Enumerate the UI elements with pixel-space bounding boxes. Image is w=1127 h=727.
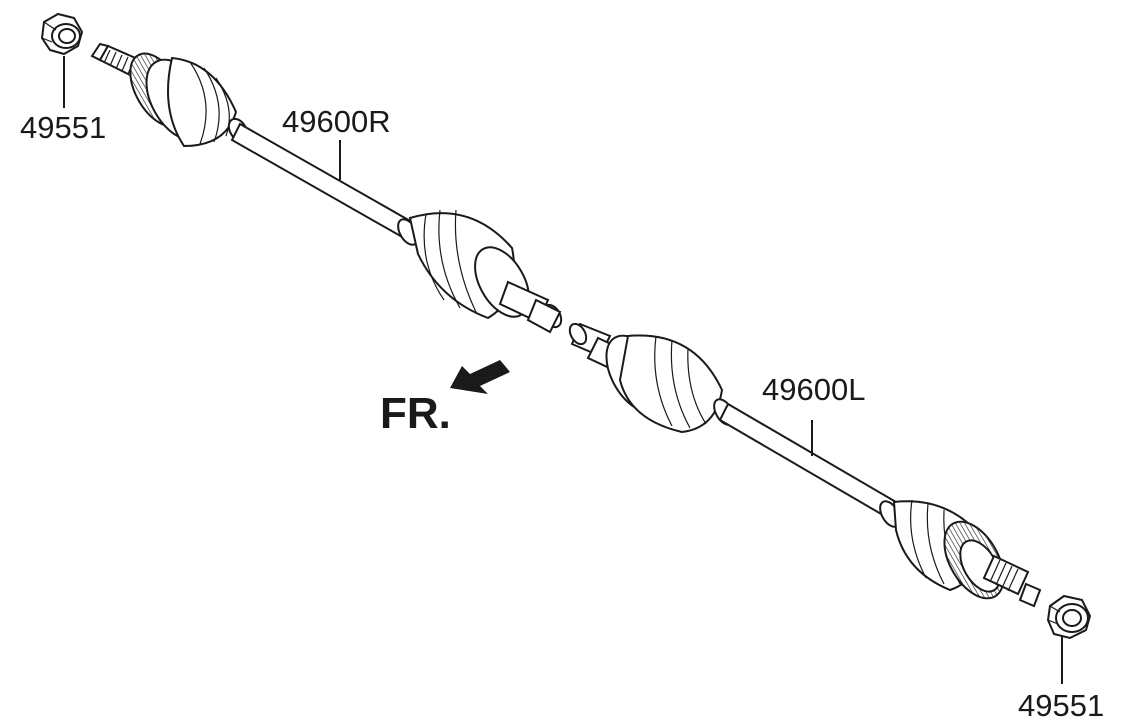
spline-stub-bottom [982,554,1042,608]
shaft-bar-left [718,402,898,520]
nut-top [40,12,84,56]
shaft-right-assembly [90,42,563,334]
nut-bottom [1046,594,1092,640]
front-direction-indicator: FR. [380,360,510,438]
front-arrow-icon [450,360,510,394]
part-label-nut-top: 49551 [20,110,106,145]
inner-cv-boot-left [605,334,735,434]
part-label-shaft-right: 49600R [282,104,391,139]
stub-shaft-right [498,280,563,334]
part-label-shaft-left: 49600L [762,372,865,407]
shaft-bar-right [230,122,414,240]
shaft-left-assembly [568,322,1042,608]
front-direction-label: FR. [380,389,451,438]
part-label-nut-bottom: 49551 [1018,688,1104,723]
